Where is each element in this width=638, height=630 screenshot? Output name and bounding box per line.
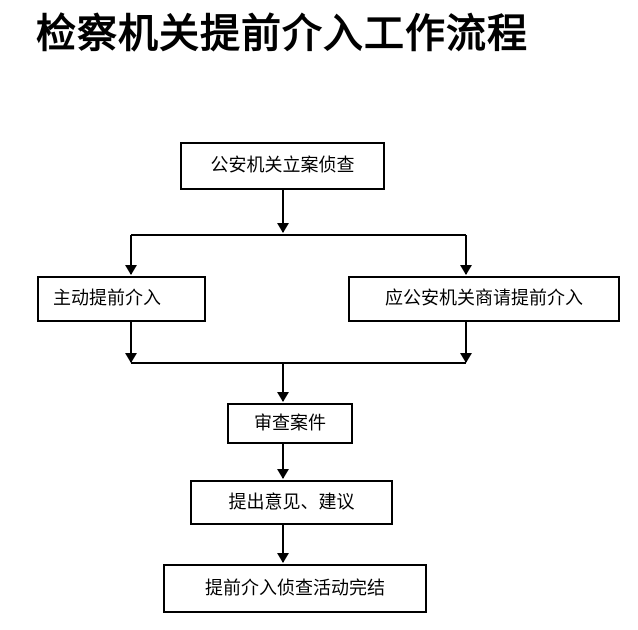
node-active-intervention-label: 主动提前介入: [53, 288, 161, 309]
node-active-intervention: 主动提前介入: [37, 276, 206, 322]
node-opinions: 提出意见、建议: [190, 480, 393, 525]
node-end: 提前介入侦查活动完结: [163, 564, 427, 613]
page-title: 检察机关提前介入工作流程: [36, 10, 528, 57]
node-requested-intervention-label: 应公安机关商请提前介入: [385, 288, 583, 309]
node-requested-intervention: 应公安机关商请提前介入: [348, 276, 620, 322]
node-end-label: 提前介入侦查活动完结: [205, 577, 385, 599]
node-opinions-label: 提出意见、建议: [228, 491, 355, 513]
node-review-case-label: 审查案件: [254, 412, 326, 434]
node-start-label: 公安机关立案侦查: [210, 155, 355, 176]
node-review-case: 审查案件: [227, 403, 353, 444]
node-start: 公安机关立案侦查: [180, 142, 385, 190]
